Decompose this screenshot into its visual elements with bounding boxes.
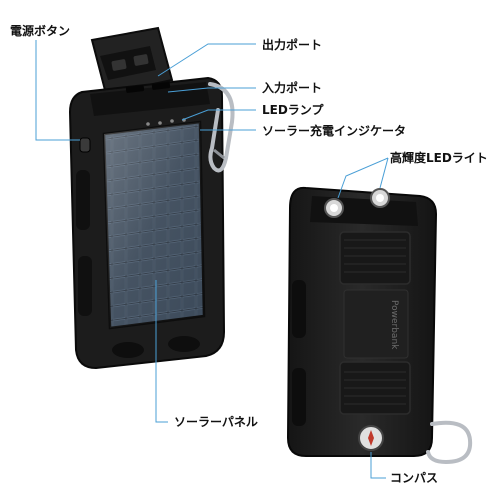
brand-print: Powerbank <box>389 300 399 350</box>
label-input-port: 入力ポート <box>262 81 323 95</box>
front-side-grip <box>76 170 92 316</box>
callout-line-input <box>167 87 256 93</box>
label-compass: コンパス <box>390 471 439 485</box>
callout-line-led <box>181 109 256 121</box>
label-output-port: 出力ポート <box>262 38 323 52</box>
front-device <box>68 26 235 370</box>
label-led-lamp: LEDランプ <box>262 103 324 117</box>
callout-line-solar-panel <box>155 280 168 423</box>
compass-dial <box>358 425 384 451</box>
callout-line-flashlight-2 <box>379 157 389 189</box>
callout-line-output <box>157 43 256 77</box>
label-solar-indicator: ソーラー充電インジケータ <box>262 124 407 138</box>
label-flashlight: 高輝度LEDライト <box>390 151 488 165</box>
flashlight-leds <box>324 188 390 218</box>
callout-line-compass <box>370 452 386 479</box>
label-solar-panel: ソーラーパネル <box>174 415 258 429</box>
label-power-button: 電源ボタン <box>10 24 71 38</box>
back-device <box>286 186 473 465</box>
callout-line-flashlight <box>337 157 389 199</box>
callout-lines <box>35 40 389 479</box>
callout-line-power <box>35 40 80 141</box>
